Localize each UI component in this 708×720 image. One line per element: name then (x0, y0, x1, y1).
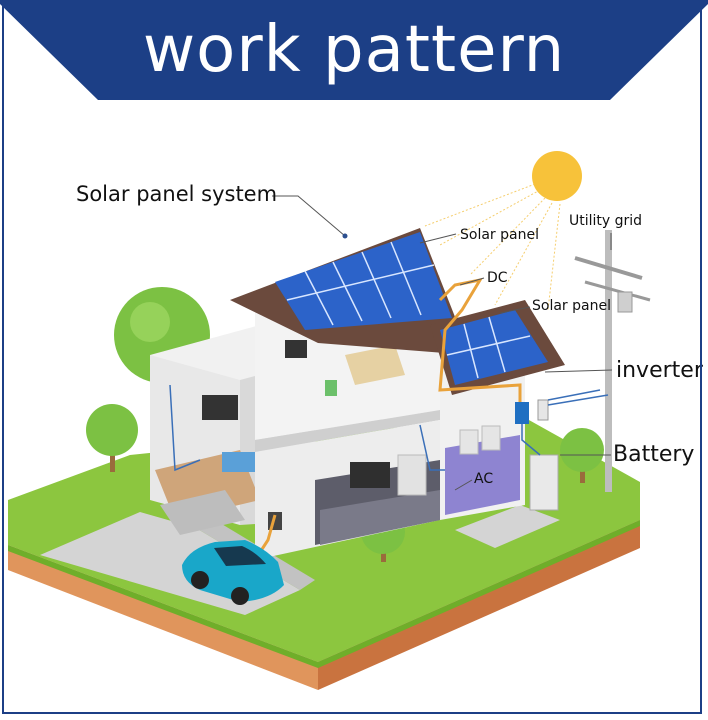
label-solar-panel-annex: Solar panel (532, 298, 611, 314)
label-ac: AC (474, 471, 494, 487)
leader-lines (272, 195, 613, 491)
page-title: work pattern (142, 13, 566, 87)
tree-right (560, 428, 604, 483)
utility-pole (547, 230, 651, 492)
label-dc: DC (487, 270, 508, 286)
label-solar-panel-system: Solar panel system (76, 182, 278, 206)
ac-wiring (169, 384, 601, 472)
label-utility-grid: Utility grid (569, 213, 643, 229)
tree-front-left (86, 404, 138, 472)
label-battery: Battery (613, 442, 695, 467)
annex-roof (430, 300, 565, 395)
label-solar-panel-main: Solar panel (460, 227, 539, 243)
main-roof (230, 228, 470, 355)
sun (424, 151, 582, 311)
label-inverter: inverter (616, 358, 703, 383)
electric-car (182, 540, 284, 605)
title-banner (0, 0, 708, 100)
